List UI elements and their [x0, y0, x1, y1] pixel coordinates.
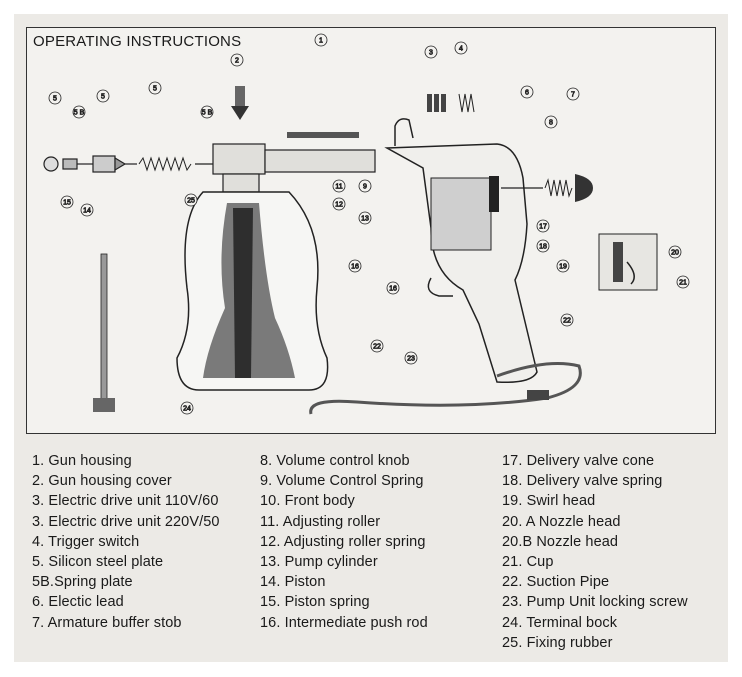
legend-item: 17. Delivery valve cone — [502, 453, 655, 469]
suction-pipe — [93, 253, 115, 412]
callout-number: 21 — [679, 280, 687, 287]
callout-number: 4 — [459, 46, 463, 53]
callout-number: 1 — [319, 38, 323, 45]
volume-knob — [575, 174, 593, 202]
callout-number: 12 — [335, 202, 343, 209]
callout-number: 9 — [363, 184, 367, 191]
callout-number: 19 — [559, 264, 567, 271]
legend-item: 6. Electic lead — [32, 594, 124, 610]
legend-item: 10. Front body — [260, 493, 355, 509]
callout-number: 3 — [429, 50, 433, 57]
callout-number: 14 — [83, 208, 91, 215]
callout-number: 18 — [539, 244, 547, 251]
legend-item: 12. Adjusting roller spring — [260, 534, 426, 550]
legend-item: 3. Electric drive unit 110V/60 — [32, 493, 219, 509]
parts-legend: 1. Gun housing 2. Gun housing cover 3. E… — [32, 452, 722, 652]
callout-number: 24 — [183, 406, 191, 413]
locking-screw — [231, 86, 249, 120]
callout-number: 13 — [361, 216, 369, 223]
legend-item: 21. Cup — [502, 554, 554, 570]
front-body — [212, 143, 376, 193]
legend-item: 5B.Spring plate — [32, 574, 133, 590]
callout-number: 11 — [335, 184, 342, 191]
callout-number: 20 — [671, 250, 679, 257]
legend-item: 8. Volume control knob — [260, 453, 410, 469]
callout-number: 23 — [407, 356, 415, 363]
legend-item: 25. Fixing rubber — [502, 635, 613, 651]
legend-item: 13. Pump cylinder — [260, 554, 378, 570]
legend-item: 18. Delivery valve spring — [502, 473, 663, 489]
callout-number: 5 — [153, 86, 157, 93]
legend-item: 2. Gun housing cover — [32, 473, 172, 489]
callout-number: 5 B — [74, 110, 85, 117]
legend-item: 1. Gun housing — [32, 453, 132, 469]
adjusting-roller — [427, 94, 446, 112]
callout-number: 2 — [235, 58, 239, 65]
callout-number: 7 — [571, 92, 575, 99]
legend-item: 4. Trigger switch — [32, 534, 140, 550]
gun-housing — [384, 143, 538, 384]
legend-item: 24. Terminal bock — [502, 615, 618, 631]
legend-item: 11. Adjusting roller — [260, 514, 381, 530]
trigger — [427, 277, 453, 297]
callout-number: 16 — [389, 286, 397, 293]
nozzle-assembly — [43, 155, 137, 173]
legend-item: 15. Piston spring — [260, 594, 370, 610]
legend-item: 9. Volume Control Spring — [260, 473, 424, 489]
callout-number: 15 — [63, 200, 71, 207]
piston-spring — [138, 156, 192, 172]
legend-item: 19. Swirl head — [502, 493, 596, 509]
legend-item: 16. Intermediate push rod — [260, 615, 428, 631]
legend-item: 3. Electric drive unit 220V/50 — [32, 514, 220, 530]
legend-item: 23. Pump Unit locking screw — [502, 594, 688, 610]
callout-number: 8 — [549, 120, 553, 127]
callout-number: 22 — [373, 344, 381, 351]
callout-number: 6 — [525, 90, 529, 97]
spring-plate-detail — [598, 233, 658, 291]
legend-item: 22. Suction Pipe — [502, 574, 610, 590]
callout-number: 5 — [101, 94, 105, 101]
electric-lead — [309, 362, 582, 415]
diagram-title: OPERATING INSTRUCTIONS — [33, 33, 242, 50]
callout-number: 5 — [53, 96, 57, 103]
callout-number: 22 — [563, 318, 571, 325]
roller-spring — [458, 93, 475, 113]
callout-number: 16 — [351, 264, 359, 271]
diagram-frame: OPERATING INSTRUCTIONS — [26, 27, 716, 434]
legend-item: 20.B Nozzle head — [502, 534, 619, 550]
legend-item: 7. Armature buffer stob — [32, 615, 182, 631]
legend-item: 14. Piston — [260, 574, 326, 590]
volume-spring — [544, 178, 573, 198]
legend-item: 5. Silicon steel plate — [32, 554, 164, 570]
callout-number: 17 — [539, 224, 547, 231]
callout-number: 25 — [187, 198, 195, 205]
callout-number: 5 B — [202, 110, 213, 117]
push-rod — [287, 132, 359, 138]
legend-item: 20. A Nozzle head — [502, 514, 621, 530]
